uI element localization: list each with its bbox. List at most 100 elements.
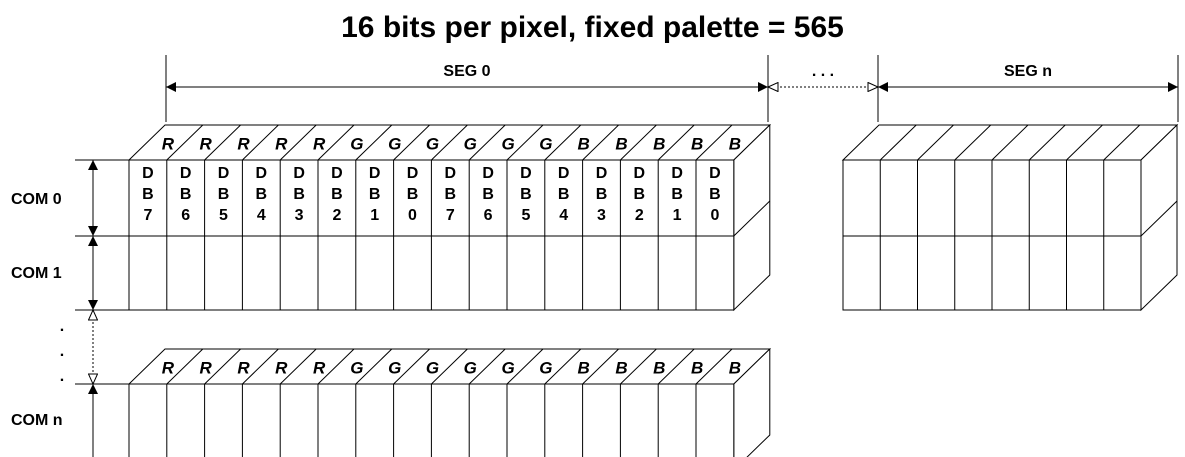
channel-label-b: B <box>729 359 741 378</box>
channel-label-r: R <box>162 135 175 154</box>
diagram-title: 16 bits per pixel, fixed palette = 565 <box>341 11 844 44</box>
bit-cell-label: 2 <box>332 207 341 224</box>
channel-label-b: B <box>578 359 590 378</box>
bit-cell-label: B <box>407 186 419 203</box>
bit-cell-label: D <box>709 165 721 182</box>
segn-block-top-divider <box>991 124 1029 161</box>
bit-cell-label: D <box>671 165 683 182</box>
channel-label-g: G <box>539 359 552 378</box>
seg0-block-upper-top-divider <box>544 124 582 161</box>
seg0-block-lower-top-divider <box>279 348 317 385</box>
bit-cell-label: 5 <box>521 207 530 224</box>
channel-label-b: B <box>615 135 627 154</box>
bit-cell-label: B <box>634 186 646 203</box>
seg0-block-lower-top-divider <box>317 348 355 385</box>
channel-label-b: B <box>653 359 665 378</box>
bit-cell-label: D <box>218 165 230 182</box>
segment-gap-label: . . . <box>812 63 834 80</box>
seg0-block-upper-side-divider <box>733 200 771 237</box>
channel-label-g: G <box>464 135 477 154</box>
bit-cell-label: 2 <box>635 207 644 224</box>
bit-cell-label: 7 <box>143 207 152 224</box>
channel-label-b: B <box>729 135 741 154</box>
seg0-block-upper-top-divider <box>695 124 733 161</box>
seg0-block-lower-top-divider <box>582 348 619 385</box>
bit-cell-label: D <box>369 165 381 182</box>
seg0-block-upper-top-divider <box>317 124 355 161</box>
seg0-block-lower-top-divider <box>393 348 430 385</box>
channel-label-g: G <box>350 359 363 378</box>
channel-label-b: B <box>615 359 627 378</box>
bit-cell-label: 4 <box>559 207 568 224</box>
seg0-block-lower-top-divider <box>544 348 582 385</box>
seg0-block-upper-top-divider <box>355 124 393 161</box>
channel-label-b: B <box>578 135 590 154</box>
bit-cell-label: 3 <box>295 207 304 224</box>
row-gap-dot: . <box>60 343 64 360</box>
segn-block-top-divider <box>954 124 992 161</box>
channel-label-r: R <box>313 359 326 378</box>
row-gap-dot: . <box>60 318 64 335</box>
channel-label-g: G <box>501 135 514 154</box>
bit-cell-label: D <box>407 165 419 182</box>
channel-label-r: R <box>313 135 326 154</box>
bit-cell-label: 1 <box>370 207 379 224</box>
seg0-block-upper-top-divider <box>204 124 241 161</box>
bit-cell-label: B <box>482 186 494 203</box>
channel-label-r: R <box>275 135 288 154</box>
channel-label-r: R <box>200 135 213 154</box>
segn-block-top-divider <box>1066 124 1103 161</box>
bit-cell-label: B <box>558 186 570 203</box>
bit-cell-label: D <box>596 165 608 182</box>
bit-cell-label: D <box>558 165 570 182</box>
bit-cell-label: D <box>520 165 532 182</box>
bit-cell-label: B <box>445 186 457 203</box>
com1-label: COM 1 <box>11 265 62 282</box>
seg0-block-lower-top-divider <box>657 348 695 385</box>
channel-label-r: R <box>237 359 250 378</box>
seg0-block-upper-top-divider <box>657 124 695 161</box>
seg0-block-upper <box>127 123 772 312</box>
bit-cell-label: B <box>142 186 154 203</box>
segn-block-top-divider <box>917 124 954 161</box>
seg0-label: SEG 0 <box>443 63 490 80</box>
bit-cell-label: B <box>709 186 721 203</box>
segn-block <box>841 123 1179 312</box>
bit-cell-label: 1 <box>673 207 682 224</box>
comn-label: COM n <box>11 412 63 429</box>
seg0-block-lower-top-divider <box>355 348 393 385</box>
seg0-block-upper-top-divider <box>242 124 279 161</box>
channel-label-b: B <box>653 135 665 154</box>
segn-block-top-divider <box>879 124 917 161</box>
bit-cell-label: D <box>293 165 305 182</box>
channel-label-g: G <box>388 135 401 154</box>
seg0-block-lower-top-divider <box>242 348 279 385</box>
bit-cell-label: B <box>293 186 305 203</box>
bit-cell-label: 0 <box>710 207 719 224</box>
channel-label-r: R <box>200 359 213 378</box>
seg0-block-lower-top-divider <box>620 348 657 385</box>
seg0-block-lower-top-divider <box>166 348 204 385</box>
seg0-block-upper-top-divider <box>468 124 506 161</box>
seg0-block-upper-top-divider <box>620 124 657 161</box>
bit-cell-label: 6 <box>181 207 190 224</box>
seg0-block-lower-top-divider <box>506 348 544 385</box>
bit-cell-label: D <box>256 165 268 182</box>
channel-label-r: R <box>275 359 288 378</box>
segn-block-top-divider <box>1103 124 1141 161</box>
bit-cell-label: B <box>256 186 268 203</box>
bit-cell-label: B <box>331 186 343 203</box>
channel-label-r: R <box>237 135 250 154</box>
seg0-block-upper-top-divider <box>582 124 619 161</box>
segn-block-side-divider <box>1140 200 1178 237</box>
bit-cell-label: 5 <box>219 207 228 224</box>
seg0-block-lower-top-divider <box>431 348 468 385</box>
bit-cell-label: D <box>142 165 154 182</box>
channel-label-g: G <box>539 135 552 154</box>
bit-cell-label: D <box>180 165 192 182</box>
bit-cell-label: B <box>218 186 230 203</box>
bit-cell-label: B <box>596 186 608 203</box>
seg0-block-upper-top-divider <box>166 124 204 161</box>
channel-label-r: R <box>162 359 175 378</box>
